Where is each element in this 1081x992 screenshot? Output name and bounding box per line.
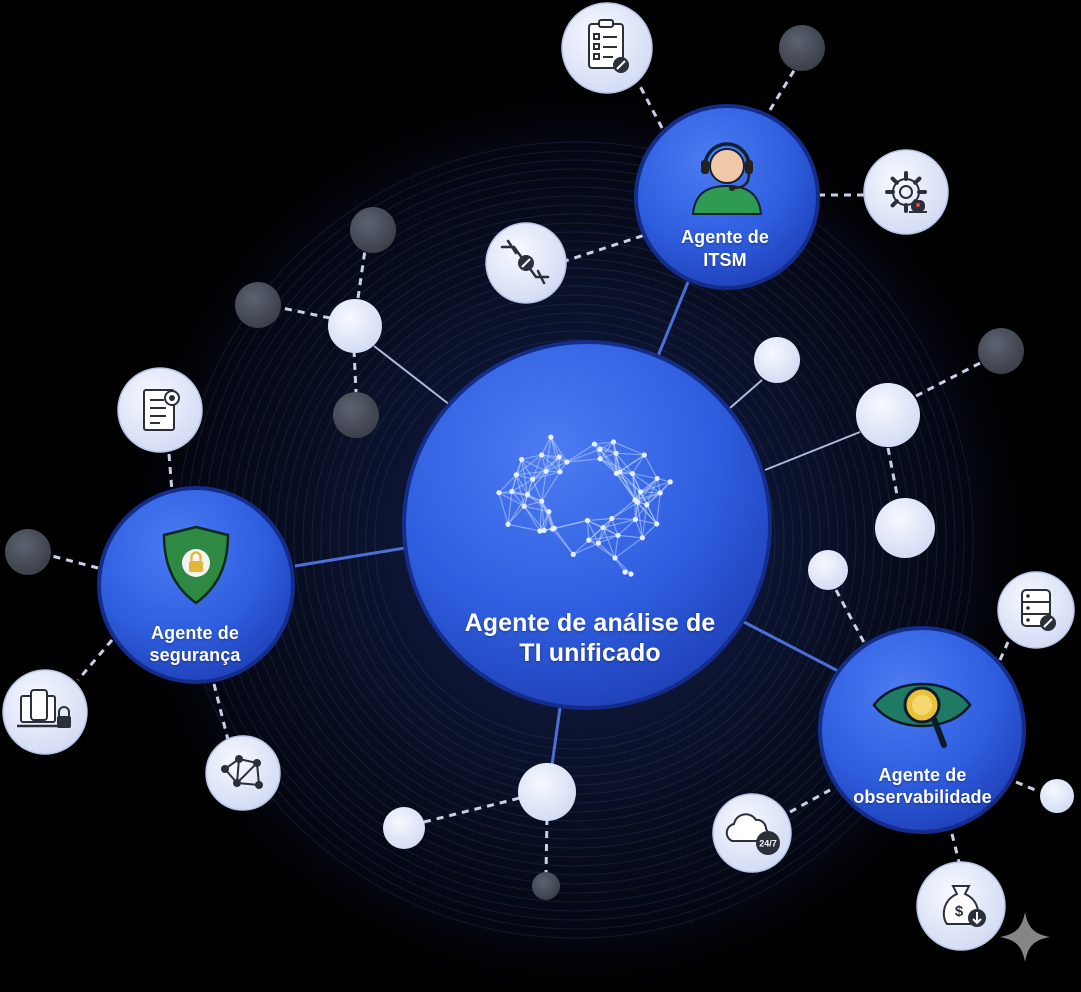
shield-lock-icon <box>162 525 230 605</box>
security-agent-label-line2: segurança <box>149 645 241 665</box>
plain-nodes <box>5 25 1074 900</box>
network-cable-icon <box>485 222 567 304</box>
itsm-agent-label-line1: Agente de <box>681 227 769 247</box>
cloud-24-7-icon: 24/7 <box>712 793 792 873</box>
itsm-agent-hub <box>634 104 820 290</box>
money-bag-down-icon: $ <box>916 861 1006 951</box>
svg-text:$: $ <box>955 903 964 920</box>
itsm-agent-label: Agente de ITSM <box>640 226 810 272</box>
dashed-links <box>51 63 1041 875</box>
security-agent-label: Agente de segurança <box>105 622 285 666</box>
center-agent-label-line1: Agente de análise de <box>464 609 716 637</box>
itsm-agent-label-line2: ITSM <box>703 250 747 270</box>
brain-network-icon <box>496 434 673 577</box>
availability-badge: 24/7 <box>759 839 777 849</box>
center-agent-hub <box>402 340 772 710</box>
solid-links <box>294 281 841 766</box>
center-agent-label-line2: TI unificado <box>519 639 661 667</box>
devices-lock-icon <box>2 669 88 755</box>
thin-links <box>373 345 861 471</box>
observability-agent-label: Agente de observabilidade <box>815 764 1030 808</box>
database-wrench-icon <box>997 571 1075 649</box>
security-agent-label-line1: Agente de <box>151 623 239 643</box>
network-graph-icon <box>205 735 281 811</box>
connection-links <box>51 63 1041 875</box>
observability-agent-label-line2: observabilidade <box>853 787 992 807</box>
clipboard-checklist-icon <box>561 2 653 94</box>
support-headset-agent-icon <box>691 142 763 215</box>
eye-magnifier-icon <box>872 682 972 748</box>
document-certificate-icon <box>117 367 203 453</box>
sparkle-icon <box>1000 912 1050 962</box>
gear-alert-icon <box>863 149 949 235</box>
security-agent-hub <box>97 486 295 684</box>
center-agent-label: Agente de análise de TI unificado <box>395 608 785 668</box>
observability-agent-label-line1: Agente de <box>878 765 967 785</box>
observability-agent-hub <box>818 626 1026 834</box>
